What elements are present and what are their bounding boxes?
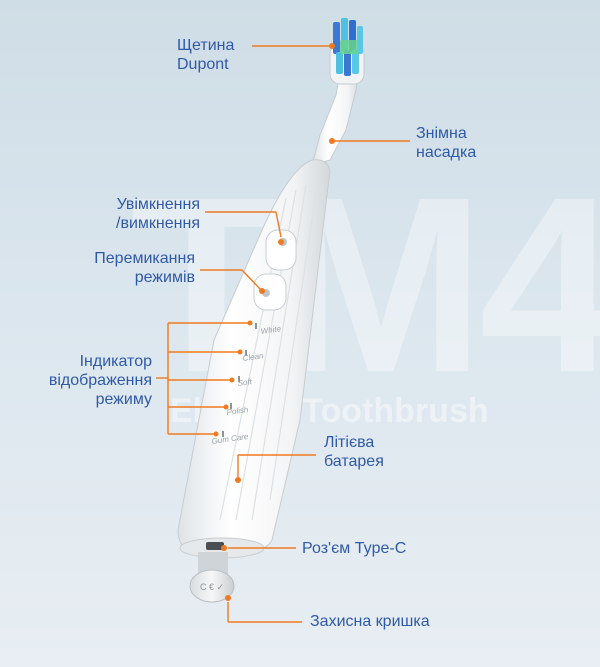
label-type-c-port: Роз'єм Type-C — [302, 540, 407, 557]
mode-label-white: White — [260, 324, 282, 336]
power-button-shape — [265, 229, 297, 271]
label-power: Увімкнення/вимкнення — [116, 196, 200, 232]
mode-label-soft: Soft — [237, 377, 253, 388]
label-protective-cover: Захисна кришка — [310, 613, 430, 630]
bristles — [333, 18, 363, 76]
callout-lines — [156, 45, 410, 623]
protective-cover-shape: C € ✓ — [189, 552, 235, 603]
svg-text:C € ✓: C € ✓ — [200, 582, 224, 592]
mode-label-clean: Clean — [242, 351, 264, 363]
callout-dots — [213, 43, 335, 601]
mode-label-polish: Polish — [226, 405, 249, 417]
mode-button-shape — [253, 273, 287, 311]
